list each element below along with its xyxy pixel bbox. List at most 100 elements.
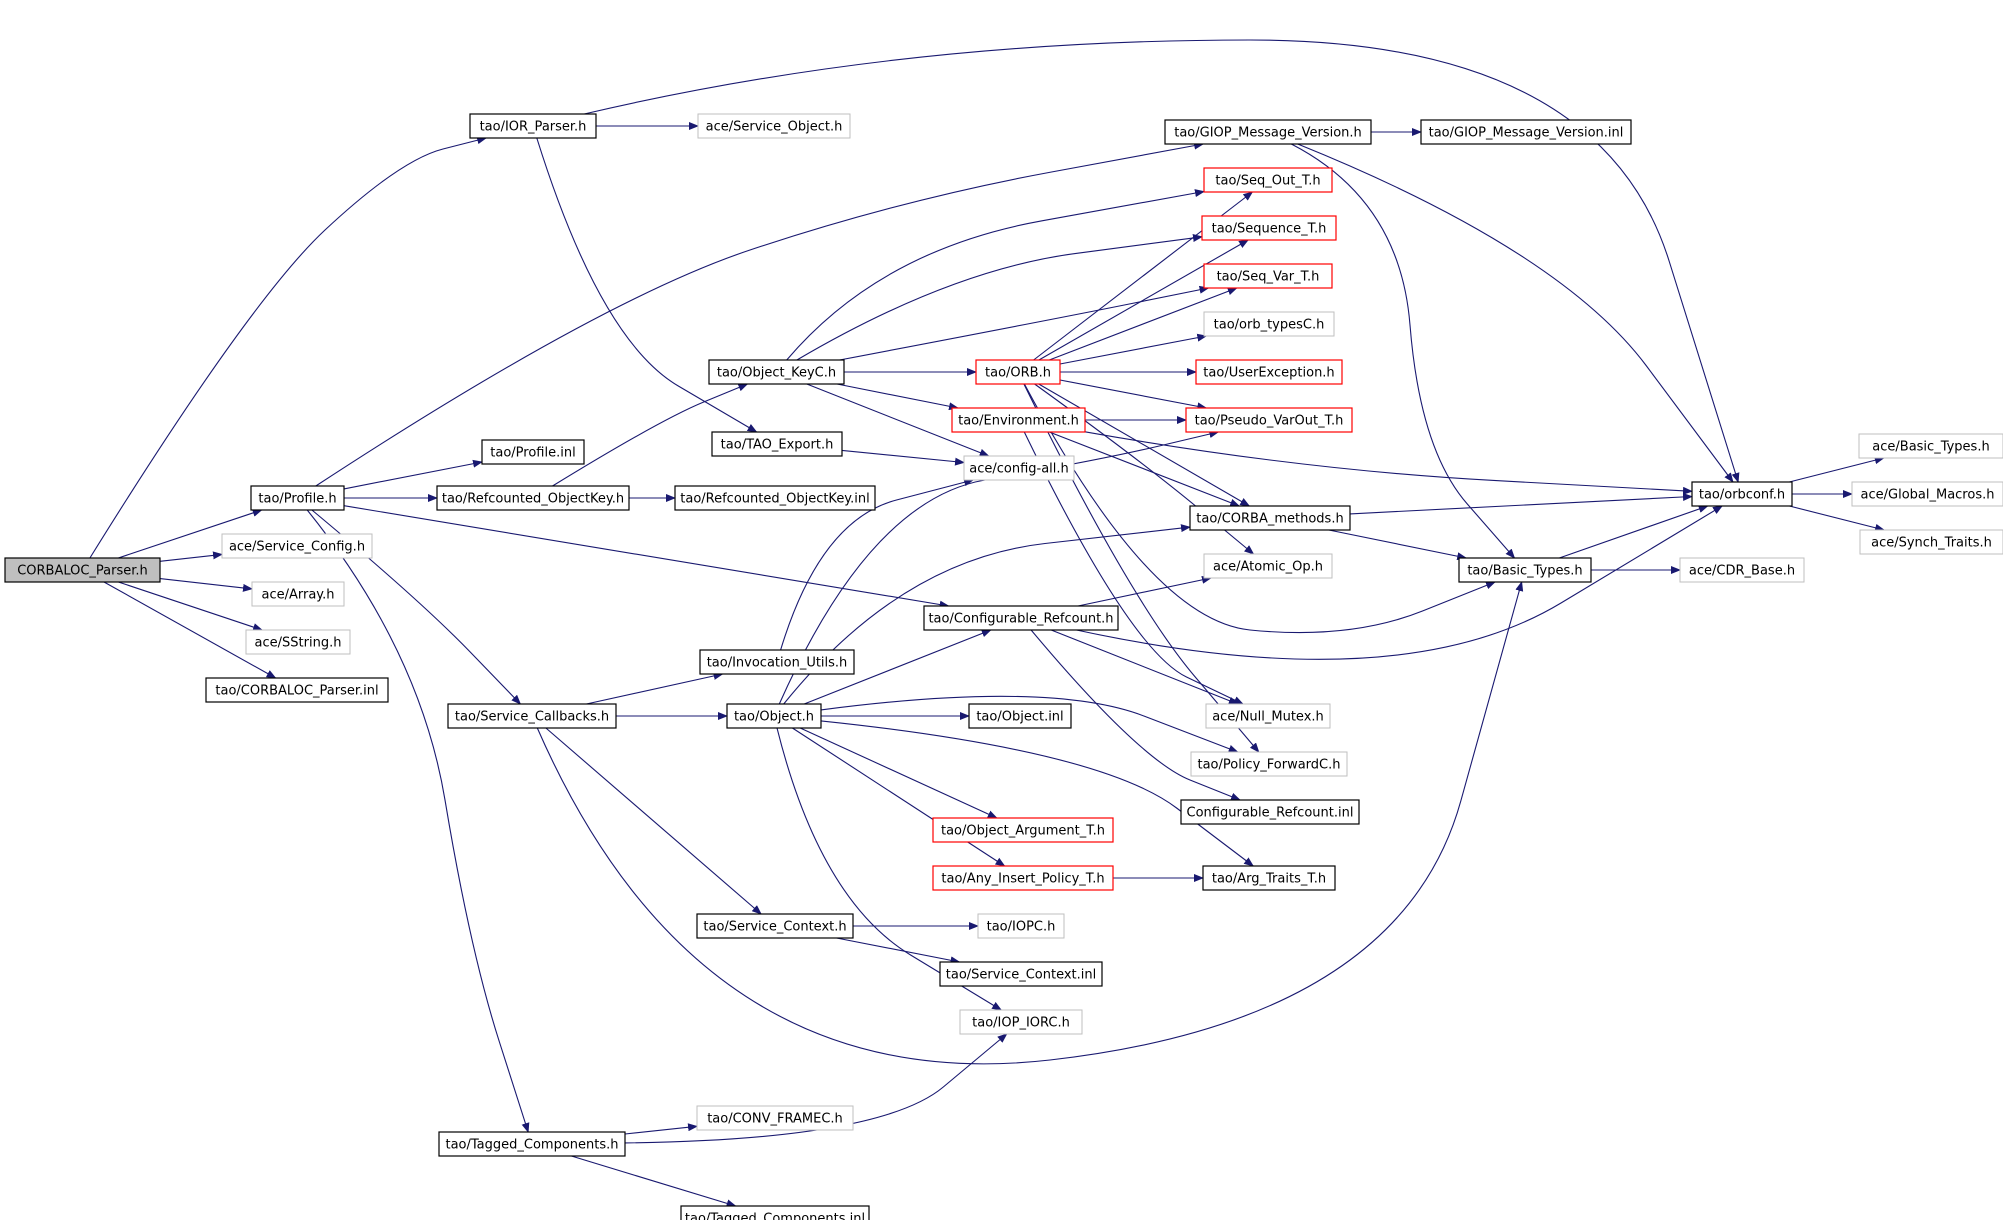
node-box[interactable]	[1859, 529, 2003, 555]
node-iop-iorc-h[interactable]: tao/IOP_IORC.h	[959, 1009, 1083, 1035]
node-service-callbacks-h[interactable]: tao/Service_Callbacks.h	[447, 703, 617, 729]
node-box[interactable]	[1201, 215, 1337, 241]
node-box[interactable]	[1458, 557, 1592, 583]
node-userexception-h[interactable]: tao/UserException.h	[1195, 359, 1343, 385]
node-box[interactable]	[977, 913, 1065, 939]
node-box[interactable]	[250, 485, 345, 511]
node-ace-config-all-h[interactable]: ace/config-all.h	[963, 455, 1075, 481]
node-tao-basic-types-h[interactable]: tao/Basic_Types.h	[1458, 557, 1592, 583]
node-box[interactable]	[959, 1009, 1083, 1035]
node-box[interactable]	[708, 359, 845, 385]
node-object-argument-t-h[interactable]: tao/Object_Argument_T.h	[932, 817, 1114, 843]
node-conv-framec-h[interactable]: tao/CONV_FRAMEC.h	[696, 1105, 854, 1131]
node-box[interactable]	[1851, 481, 2003, 507]
node-ace-null-mutex-h[interactable]: ace/Null_Mutex.h	[1205, 703, 1331, 729]
node-ace-cdr-base-h[interactable]: ace/CDR_Base.h	[1679, 557, 1805, 583]
node-box[interactable]	[1679, 557, 1805, 583]
node-corbaloc-parser-inl[interactable]: tao/CORBALOC_Parser.inl	[205, 677, 389, 703]
node-box[interactable]	[726, 703, 822, 729]
node-box[interactable]	[447, 703, 617, 729]
node-box[interactable]	[680, 1205, 870, 1220]
node-box[interactable]	[963, 455, 1075, 481]
node-tagged-components-inl[interactable]: tao/Tagged_Components.inl	[680, 1205, 870, 1220]
node-service-context-h[interactable]: tao/Service_Context.h	[696, 913, 854, 939]
node-tao-export-h[interactable]: tao/TAO_Export.h	[711, 431, 843, 457]
node-box[interactable]	[1203, 553, 1333, 579]
node-profile-inl[interactable]: tao/Profile.inl	[481, 439, 585, 465]
node-giop-message-version-inl[interactable]: tao/GIOP_Message_Version.inl	[1420, 119, 1632, 145]
node-arg-traits-t-h[interactable]: tao/Arg_Traits_T.h	[1202, 865, 1336, 891]
node-box[interactable]	[1420, 119, 1632, 145]
node-box[interactable]	[469, 113, 597, 139]
node-box[interactable]	[697, 113, 851, 139]
node-box[interactable]	[674, 485, 876, 511]
node-box[interactable]	[699, 649, 855, 675]
node-box[interactable]	[1180, 799, 1360, 825]
node-ace-synch-traits-h[interactable]: ace/Synch_Traits.h	[1859, 529, 2003, 555]
node-box[interactable]	[1203, 263, 1333, 289]
node-ace-basic-types-h[interactable]: ace/Basic_Types.h	[1858, 433, 2003, 459]
node-refcounted-objectkey-inl[interactable]: tao/Refcounted_ObjectKey.inl	[674, 485, 876, 511]
node-box[interactable]	[481, 439, 585, 465]
node-configurable-refcount-inl[interactable]: Configurable_Refcount.inl	[1180, 799, 1360, 825]
node-box[interactable]	[696, 913, 854, 939]
node-box[interactable]	[975, 359, 1061, 385]
node-iopc-h[interactable]: tao/IOPC.h	[977, 913, 1065, 939]
node-corba-methods-h[interactable]: tao/CORBA_methods.h	[1189, 505, 1351, 531]
node-ace-array-h[interactable]: ace/Array.h	[251, 581, 345, 607]
node-giop-message-version-h[interactable]: tao/GIOP_Message_Version.h	[1164, 119, 1372, 145]
node-ace-service-object-h[interactable]: ace/Service_Object.h	[697, 113, 851, 139]
node-box[interactable]	[245, 629, 351, 655]
node-object-h[interactable]: tao/Object.h	[726, 703, 822, 729]
node-box[interactable]	[1858, 433, 2003, 459]
node-box[interactable]	[1202, 865, 1336, 891]
node-sequence-t-h[interactable]: tao/Sequence_T.h	[1201, 215, 1337, 241]
node-configurable-refcount-h[interactable]: tao/Configurable_Refcount.h	[923, 605, 1119, 631]
node-box[interactable]	[1190, 751, 1348, 777]
node-tagged-components-h[interactable]: tao/Tagged_Components.h	[438, 1131, 626, 1157]
node-box[interactable]	[438, 1131, 626, 1157]
node-ace-sstring-h[interactable]: ace/SString.h	[245, 629, 351, 655]
node-profile-h[interactable]: tao/Profile.h	[250, 485, 345, 511]
node-box[interactable]	[1185, 407, 1353, 433]
node-box[interactable]	[1189, 505, 1351, 531]
node-box[interactable]	[4, 557, 161, 583]
node-ace-atomic-op-h[interactable]: ace/Atomic_Op.h	[1203, 553, 1333, 579]
node-box[interactable]	[939, 961, 1103, 987]
node-box[interactable]	[205, 677, 389, 703]
node-environment-h[interactable]: tao/Environment.h	[951, 407, 1086, 433]
node-ace-service-config-h[interactable]: ace/Service_Config.h	[221, 533, 373, 559]
node-ace-global-macros-h[interactable]: ace/Global_Macros.h	[1851, 481, 2003, 507]
node-ior-parser-h[interactable]: tao/IOR_Parser.h	[469, 113, 597, 139]
node-box[interactable]	[923, 605, 1119, 631]
node-box[interactable]	[711, 431, 843, 457]
node-object-keyc-h[interactable]: tao/Object_KeyC.h	[708, 359, 845, 385]
node-box[interactable]	[1203, 167, 1333, 193]
node-box[interactable]	[932, 817, 1114, 843]
node-service-context-inl[interactable]: tao/Service_Context.inl	[939, 961, 1103, 987]
node-seq-var-t-h[interactable]: tao/Seq_Var_T.h	[1203, 263, 1333, 289]
node-orb-h[interactable]: tao/ORB.h	[975, 359, 1061, 385]
node-box[interactable]	[1203, 311, 1335, 337]
node-orbconf-h[interactable]: tao/orbconf.h	[1691, 481, 1793, 507]
node-invocation-utils-h[interactable]: tao/Invocation_Utils.h	[699, 649, 855, 675]
node-object-inl[interactable]: tao/Object.inl	[968, 703, 1072, 729]
node-box[interactable]	[436, 485, 630, 511]
node-box[interactable]	[1691, 481, 1793, 507]
node-pseudo-varout-t-h[interactable]: tao/Pseudo_VarOut_T.h	[1185, 407, 1353, 433]
node-box[interactable]	[1164, 119, 1372, 145]
node-box[interactable]	[1205, 703, 1331, 729]
node-any-insert-policy-t-h[interactable]: tao/Any_Insert_Policy_T.h	[932, 865, 1114, 891]
node-box[interactable]	[951, 407, 1086, 433]
node-box[interactable]	[1195, 359, 1343, 385]
node-policy-forwardc-h[interactable]: tao/Policy_ForwardC.h	[1190, 751, 1348, 777]
node-corbaloc-parser-h[interactable]: CORBALOC_Parser.h	[4, 557, 161, 583]
node-refcounted-objectkey-h[interactable]: tao/Refcounted_ObjectKey.h	[436, 485, 630, 511]
node-box[interactable]	[932, 865, 1114, 891]
node-box[interactable]	[968, 703, 1072, 729]
node-box[interactable]	[696, 1105, 854, 1131]
node-seq-out-t-h[interactable]: tao/Seq_Out_T.h	[1203, 167, 1333, 193]
node-orb-typesc-h[interactable]: tao/orb_typesC.h	[1203, 311, 1335, 337]
node-box[interactable]	[221, 533, 373, 559]
node-box[interactable]	[251, 581, 345, 607]
